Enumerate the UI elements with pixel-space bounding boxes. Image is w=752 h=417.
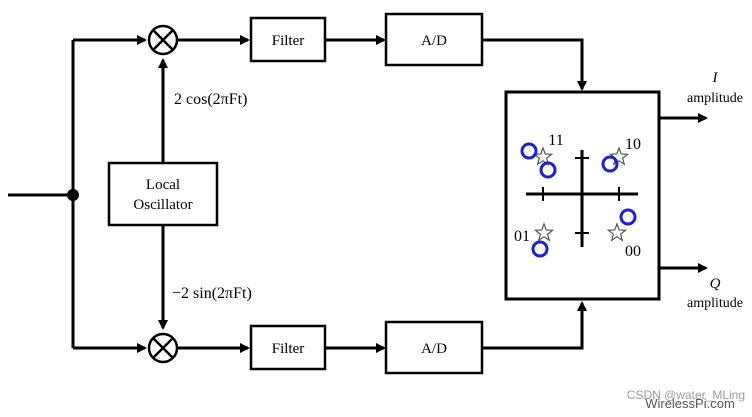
- constellation-ticks: [542, 157, 620, 234]
- adc-bottom-box: [384, 320, 484, 375]
- local-oscillator-label-line2: Oscillator: [133, 197, 192, 213]
- q-output-symbol: Q: [710, 276, 721, 292]
- csdn-watermark: CSDN @water_MLing: [627, 388, 745, 402]
- top-mixer-cross: [152, 29, 174, 51]
- cos-signal-label: 2 cos(2πFt): [174, 91, 247, 108]
- top-mixer: [147, 24, 179, 56]
- quadrant-label-10: 10: [625, 136, 641, 153]
- wire-bottom-adc-constellation: [482, 301, 587, 350]
- ideal-star-01: [533, 222, 555, 242]
- ideal-star-00: [606, 222, 628, 242]
- i-output-text: amplitude: [687, 91, 743, 106]
- adc-bottom-label: A/D: [421, 341, 447, 357]
- signal-wires: [8, 35, 708, 353]
- q-output-text: amplitude: [687, 296, 743, 311]
- sin-signal-label: −2 sin(2πFt): [172, 285, 252, 302]
- quadrant-label-00: 00: [625, 243, 641, 260]
- adc-top-box: [384, 12, 484, 67]
- filter-bottom-box: [249, 324, 327, 371]
- adc-top-label: A/D: [421, 33, 447, 49]
- filter-top-label: Filter: [272, 33, 305, 49]
- ideal-star-10: [608, 146, 630, 166]
- received-point: [531, 240, 549, 258]
- bottom-mixer-cross: [152, 337, 174, 359]
- received-point: [520, 142, 538, 160]
- wire-top-adc-constellation: [482, 38, 587, 91]
- received-point: [539, 161, 557, 179]
- bottom-mixer: [147, 332, 179, 364]
- filter-top-box: [249, 16, 327, 63]
- received-point: [619, 208, 637, 226]
- quadrant-label-01: 01: [514, 228, 530, 245]
- quadrant-label-11: 11: [548, 132, 563, 149]
- local-oscillator-box: [107, 161, 219, 227]
- local-oscillator-label-line1: Local: [146, 177, 180, 193]
- junction-dot: [67, 189, 79, 201]
- wirelesspi-watermark: WirelessPi.com: [645, 396, 735, 411]
- i-output-symbol: I: [712, 70, 719, 86]
- received-point: [601, 155, 619, 173]
- filter-bottom-label: Filter: [272, 341, 305, 357]
